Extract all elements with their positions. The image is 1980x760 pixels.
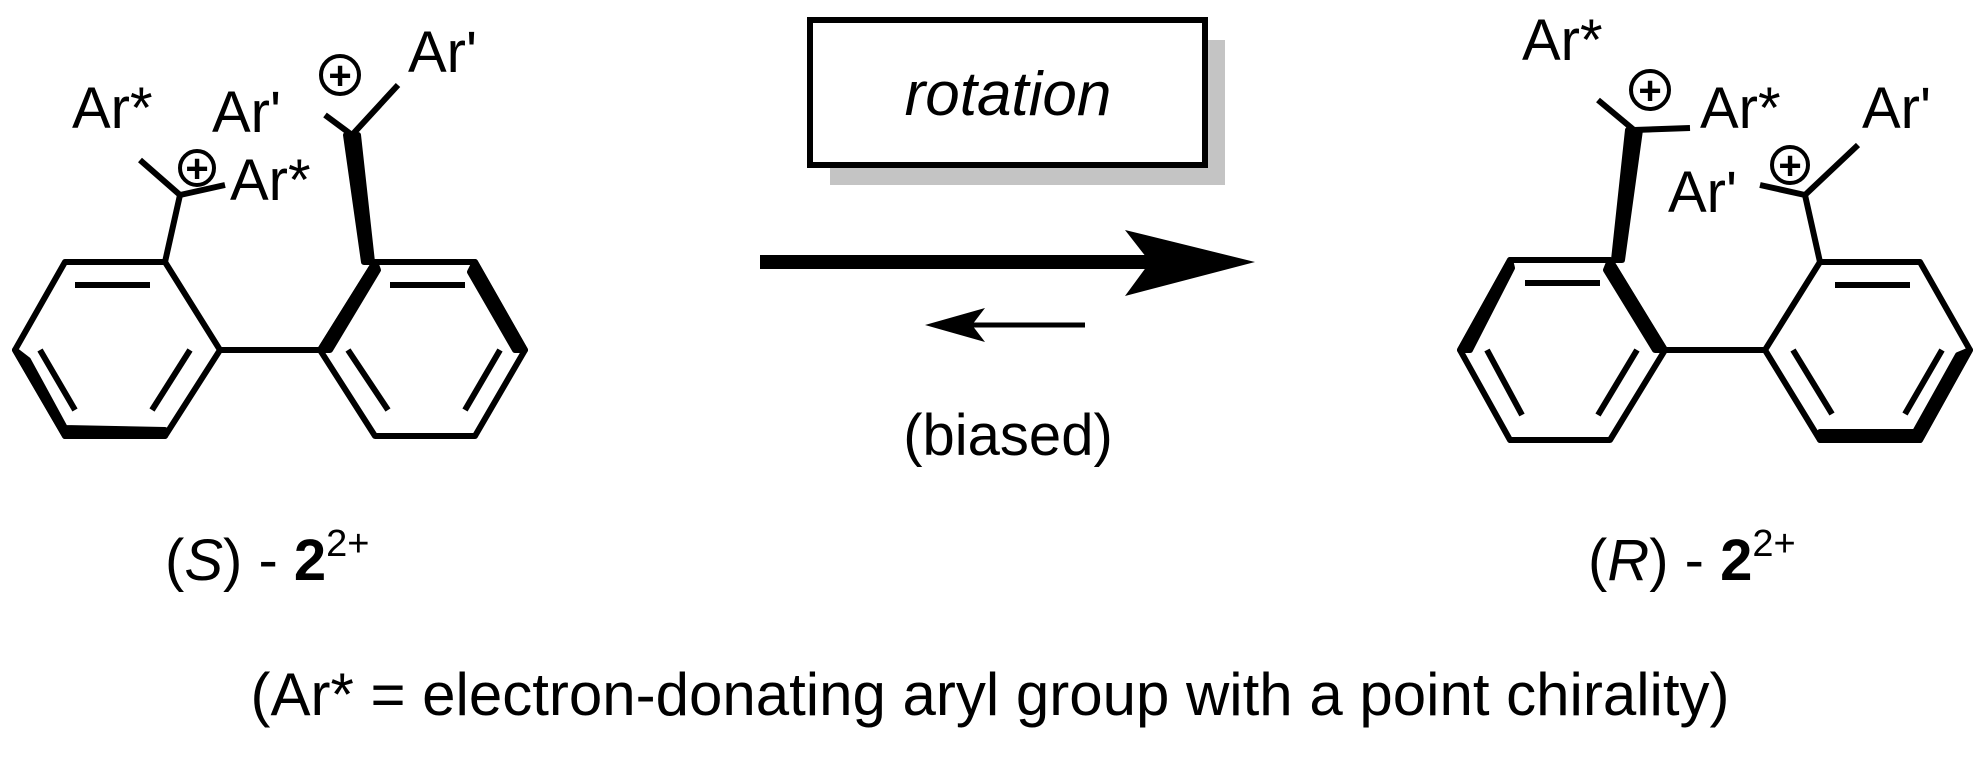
charge-circle — [1629, 69, 1671, 111]
rotation-label: rotation — [905, 60, 1112, 129]
charge-circle — [178, 149, 216, 187]
plus-icon: + — [1638, 69, 1661, 113]
right-cation-charge-2: + — [1770, 144, 1810, 188]
left-cation-charge-2: + — [319, 54, 361, 98]
left-molecule — [12, 82, 528, 439]
right-ca-ar-star-top — [1596, 97, 1636, 133]
ring-b-wedge — [1817, 347, 1973, 443]
right-ar-prime-mid: Ar' — [1668, 160, 1737, 225]
ring-b-inner-bond-2 — [1902, 348, 1945, 416]
left-ar-star-top: Ar* — [72, 76, 153, 141]
forward-arrow-head — [1125, 230, 1255, 296]
forward-arrow — [760, 230, 1255, 296]
ring-a-wedge-2 — [1603, 257, 1668, 353]
plus-icon: + — [1778, 144, 1801, 188]
right-ar-star-mid: Ar* — [1700, 76, 1781, 141]
left-cb-wedge-bond — [343, 132, 375, 265]
left-cb-ar-prime — [323, 112, 354, 138]
left-ar-prime-top: Ar' — [408, 20, 477, 85]
ring-b-inner-bond-3 — [345, 348, 391, 412]
biased-label: (biased) — [903, 403, 1113, 468]
left-caption: (S) - 22+ — [165, 523, 369, 593]
right-cb-ar-prime-top — [1802, 142, 1861, 198]
reverse-arrow — [925, 308, 1085, 342]
left-cation-charge-1: + — [178, 147, 216, 191]
right-cb-bond — [1802, 194, 1823, 263]
ring-b-wedge — [317, 259, 381, 353]
right-ring-b — [1762, 259, 1973, 443]
rotation-box-frame — [807, 17, 1208, 168]
left-ring-b — [317, 259, 528, 439]
right-ar-prime-top: Ar' — [1862, 76, 1931, 141]
rotation-box: rotation — [807, 17, 1225, 185]
ring-a-outline — [12, 259, 223, 439]
charge-circle — [1770, 145, 1810, 185]
right-molecule — [1457, 97, 1973, 443]
left-ca-ar-star — [138, 157, 182, 198]
ring-a-wedge — [12, 347, 168, 439]
ring-b-wedge-2 — [467, 259, 528, 353]
right-caption: (R) - 22+ — [1588, 523, 1796, 593]
left-ar-star-mid: Ar* — [230, 148, 311, 213]
ring-a-wedge — [1457, 257, 1515, 353]
ring-b-inner-bond-2 — [462, 348, 503, 412]
right-ca-wedge-bond — [1611, 127, 1643, 263]
ring-a-inner-bond-2 — [1595, 348, 1640, 417]
right-cation-charge-1: + — [1629, 69, 1671, 113]
right-ca-ar-star-mid — [1633, 125, 1691, 133]
left-ca-bond — [162, 194, 183, 263]
plus-icon: + — [185, 147, 208, 191]
footnote: (Ar* = electron-donating aryl group with… — [250, 661, 1729, 728]
ring-a-inner-bond-2 — [149, 348, 193, 412]
plus-icon: + — [328, 54, 351, 98]
ring-a-inner-bond-3 — [37, 348, 78, 412]
right-ring-a — [1457, 257, 1668, 443]
left-ring-a — [12, 259, 223, 439]
ring-b-inner-bond-3 — [1790, 348, 1835, 416]
right-cb-ar-prime-mid — [1759, 182, 1806, 198]
left-ar-prime-mid: Ar' — [212, 80, 281, 145]
reverse-arrow-head — [925, 308, 985, 342]
left-ca-ar-star-2 — [179, 182, 226, 198]
ring-a-inner-bond-3 — [1484, 348, 1525, 417]
left-cb-ar-prime-top — [349, 82, 401, 138]
charge-circle — [319, 54, 361, 96]
right-ar-star-top: Ar* — [1522, 8, 1603, 73]
